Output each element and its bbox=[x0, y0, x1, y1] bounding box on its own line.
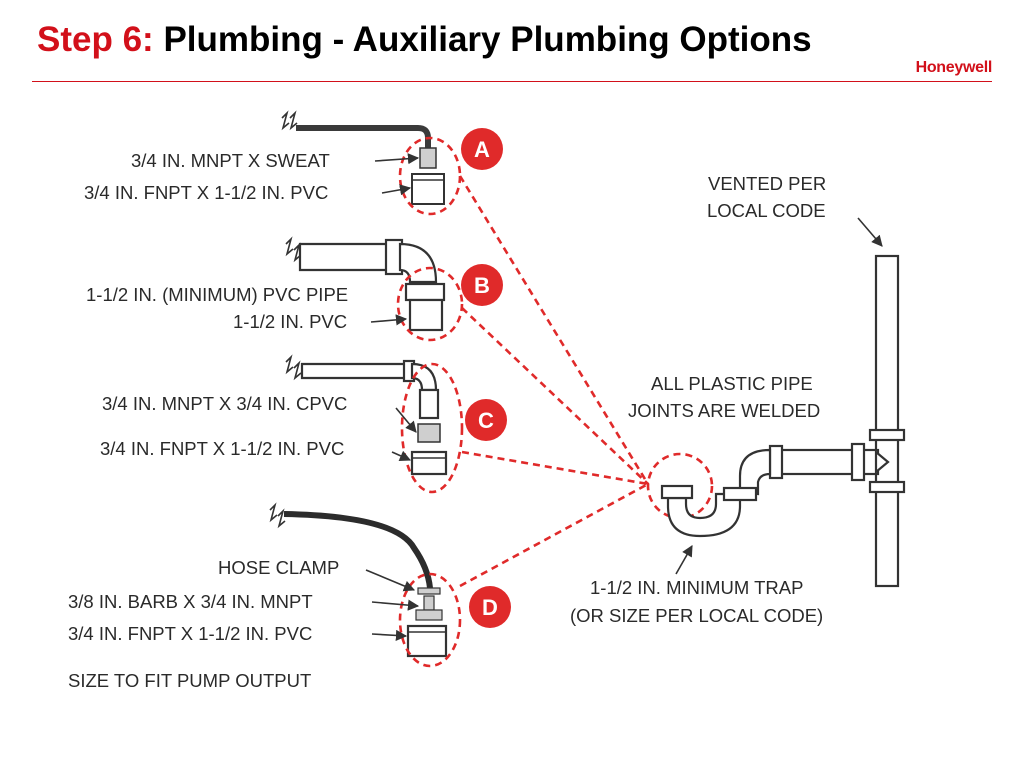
title-text: Plumbing - Auxiliary Plumbing Options bbox=[163, 20, 812, 59]
hose bbox=[283, 511, 433, 589]
pvc-coupling bbox=[408, 298, 444, 332]
badge-c bbox=[465, 399, 507, 441]
break-symbol bbox=[269, 502, 286, 529]
label-vented-1: VENTED PER bbox=[708, 173, 826, 194]
badge-b bbox=[461, 264, 503, 306]
label-d-barb: 3/8 IN. BARB X 3/4 IN. MNPT bbox=[68, 591, 313, 612]
option-b: B 1-1/2 IN. (MINIMUM) PVC PIPE 1-1/2 IN.… bbox=[86, 236, 503, 342]
badge-d bbox=[469, 586, 511, 628]
callout-circle-c bbox=[400, 362, 464, 494]
label-joints-2: JOINTS ARE WELDED bbox=[628, 400, 820, 421]
option-d: D HOSE CLAMP 3/8 IN. BARB X 3/4 IN. MNPT… bbox=[68, 502, 511, 691]
break-symbol bbox=[285, 236, 302, 263]
callout-connectors bbox=[458, 175, 650, 588]
callout-circle-d bbox=[398, 572, 462, 668]
badge-d-label: D bbox=[482, 595, 498, 620]
copper-pipe bbox=[296, 125, 431, 148]
pvc-adapter bbox=[410, 450, 448, 476]
badge-a bbox=[461, 128, 503, 170]
label-trap-1: 1-1/2 IN. MINIMUM TRAP bbox=[590, 577, 803, 598]
p-trap-assembly: VENTED PER LOCAL CODE ALL PLASTIC PIPE J… bbox=[570, 173, 906, 626]
barb-fitting bbox=[423, 595, 435, 611]
label-d-fnpt-pvc: 3/4 IN. FNPT X 1-1/2 IN. PVC bbox=[68, 623, 312, 644]
label-a-fnpt-pvc: 3/4 IN. FNPT X 1-1/2 IN. PVC bbox=[84, 182, 328, 203]
hose-clamp bbox=[417, 587, 441, 595]
cpvc-adapter bbox=[417, 423, 441, 443]
break-symbol bbox=[281, 110, 298, 131]
label-b-pvc-pipe: 1-1/2 IN. (MINIMUM) PVC PIPE bbox=[86, 284, 348, 305]
label-a-mnpt-sweat: 3/4 IN. MNPT X SWEAT bbox=[131, 150, 330, 171]
vent-stack bbox=[874, 254, 900, 588]
page-title: Step 6: Plumbing - Auxiliary Plumbing Op… bbox=[37, 18, 812, 62]
pvc-adapter bbox=[406, 624, 448, 658]
badge-c-label: C bbox=[478, 408, 494, 433]
label-b-pvc: 1-1/2 IN. PVC bbox=[233, 311, 347, 332]
label-vented-2: LOCAL CODE bbox=[707, 200, 826, 221]
option-a: A 3/4 IN. MNPT X SWEAT 3/4 IN. FNPT X 1-… bbox=[84, 110, 503, 216]
label-c-mnpt-cpvc: 3/4 IN. MNPT X 3/4 IN. CPVC bbox=[102, 393, 347, 414]
option-c: C 3/4 IN. MNPT X 3/4 IN. CPVC 3/4 IN. FN… bbox=[100, 354, 507, 494]
trap-bend bbox=[738, 448, 772, 496]
badge-a-label: A bbox=[474, 137, 490, 162]
label-size-to-fit: SIZE TO FIT PUMP OUTPUT bbox=[68, 670, 311, 691]
sweat-adapter bbox=[419, 147, 437, 169]
break-symbol bbox=[285, 354, 302, 381]
title-divider bbox=[32, 81, 992, 82]
honeywell-logo: Honeywell bbox=[915, 59, 993, 76]
trap-inlet bbox=[660, 484, 694, 500]
label-d-hose-clamp: HOSE CLAMP bbox=[218, 557, 339, 578]
cpvc-pipe bbox=[300, 362, 412, 380]
label-c-fnpt-pvc: 3/4 IN. FNPT X 1-1/2 IN. PVC bbox=[100, 438, 344, 459]
callout-circle-b bbox=[396, 266, 464, 342]
label-trap-2: (OR SIZE PER LOCAL CODE) bbox=[570, 605, 823, 626]
label-joints-1: ALL PLASTIC PIPE bbox=[651, 373, 813, 394]
pvc-adapter bbox=[411, 173, 445, 205]
step-number: Step 6: bbox=[37, 20, 154, 59]
badge-b-label: B bbox=[474, 273, 490, 298]
